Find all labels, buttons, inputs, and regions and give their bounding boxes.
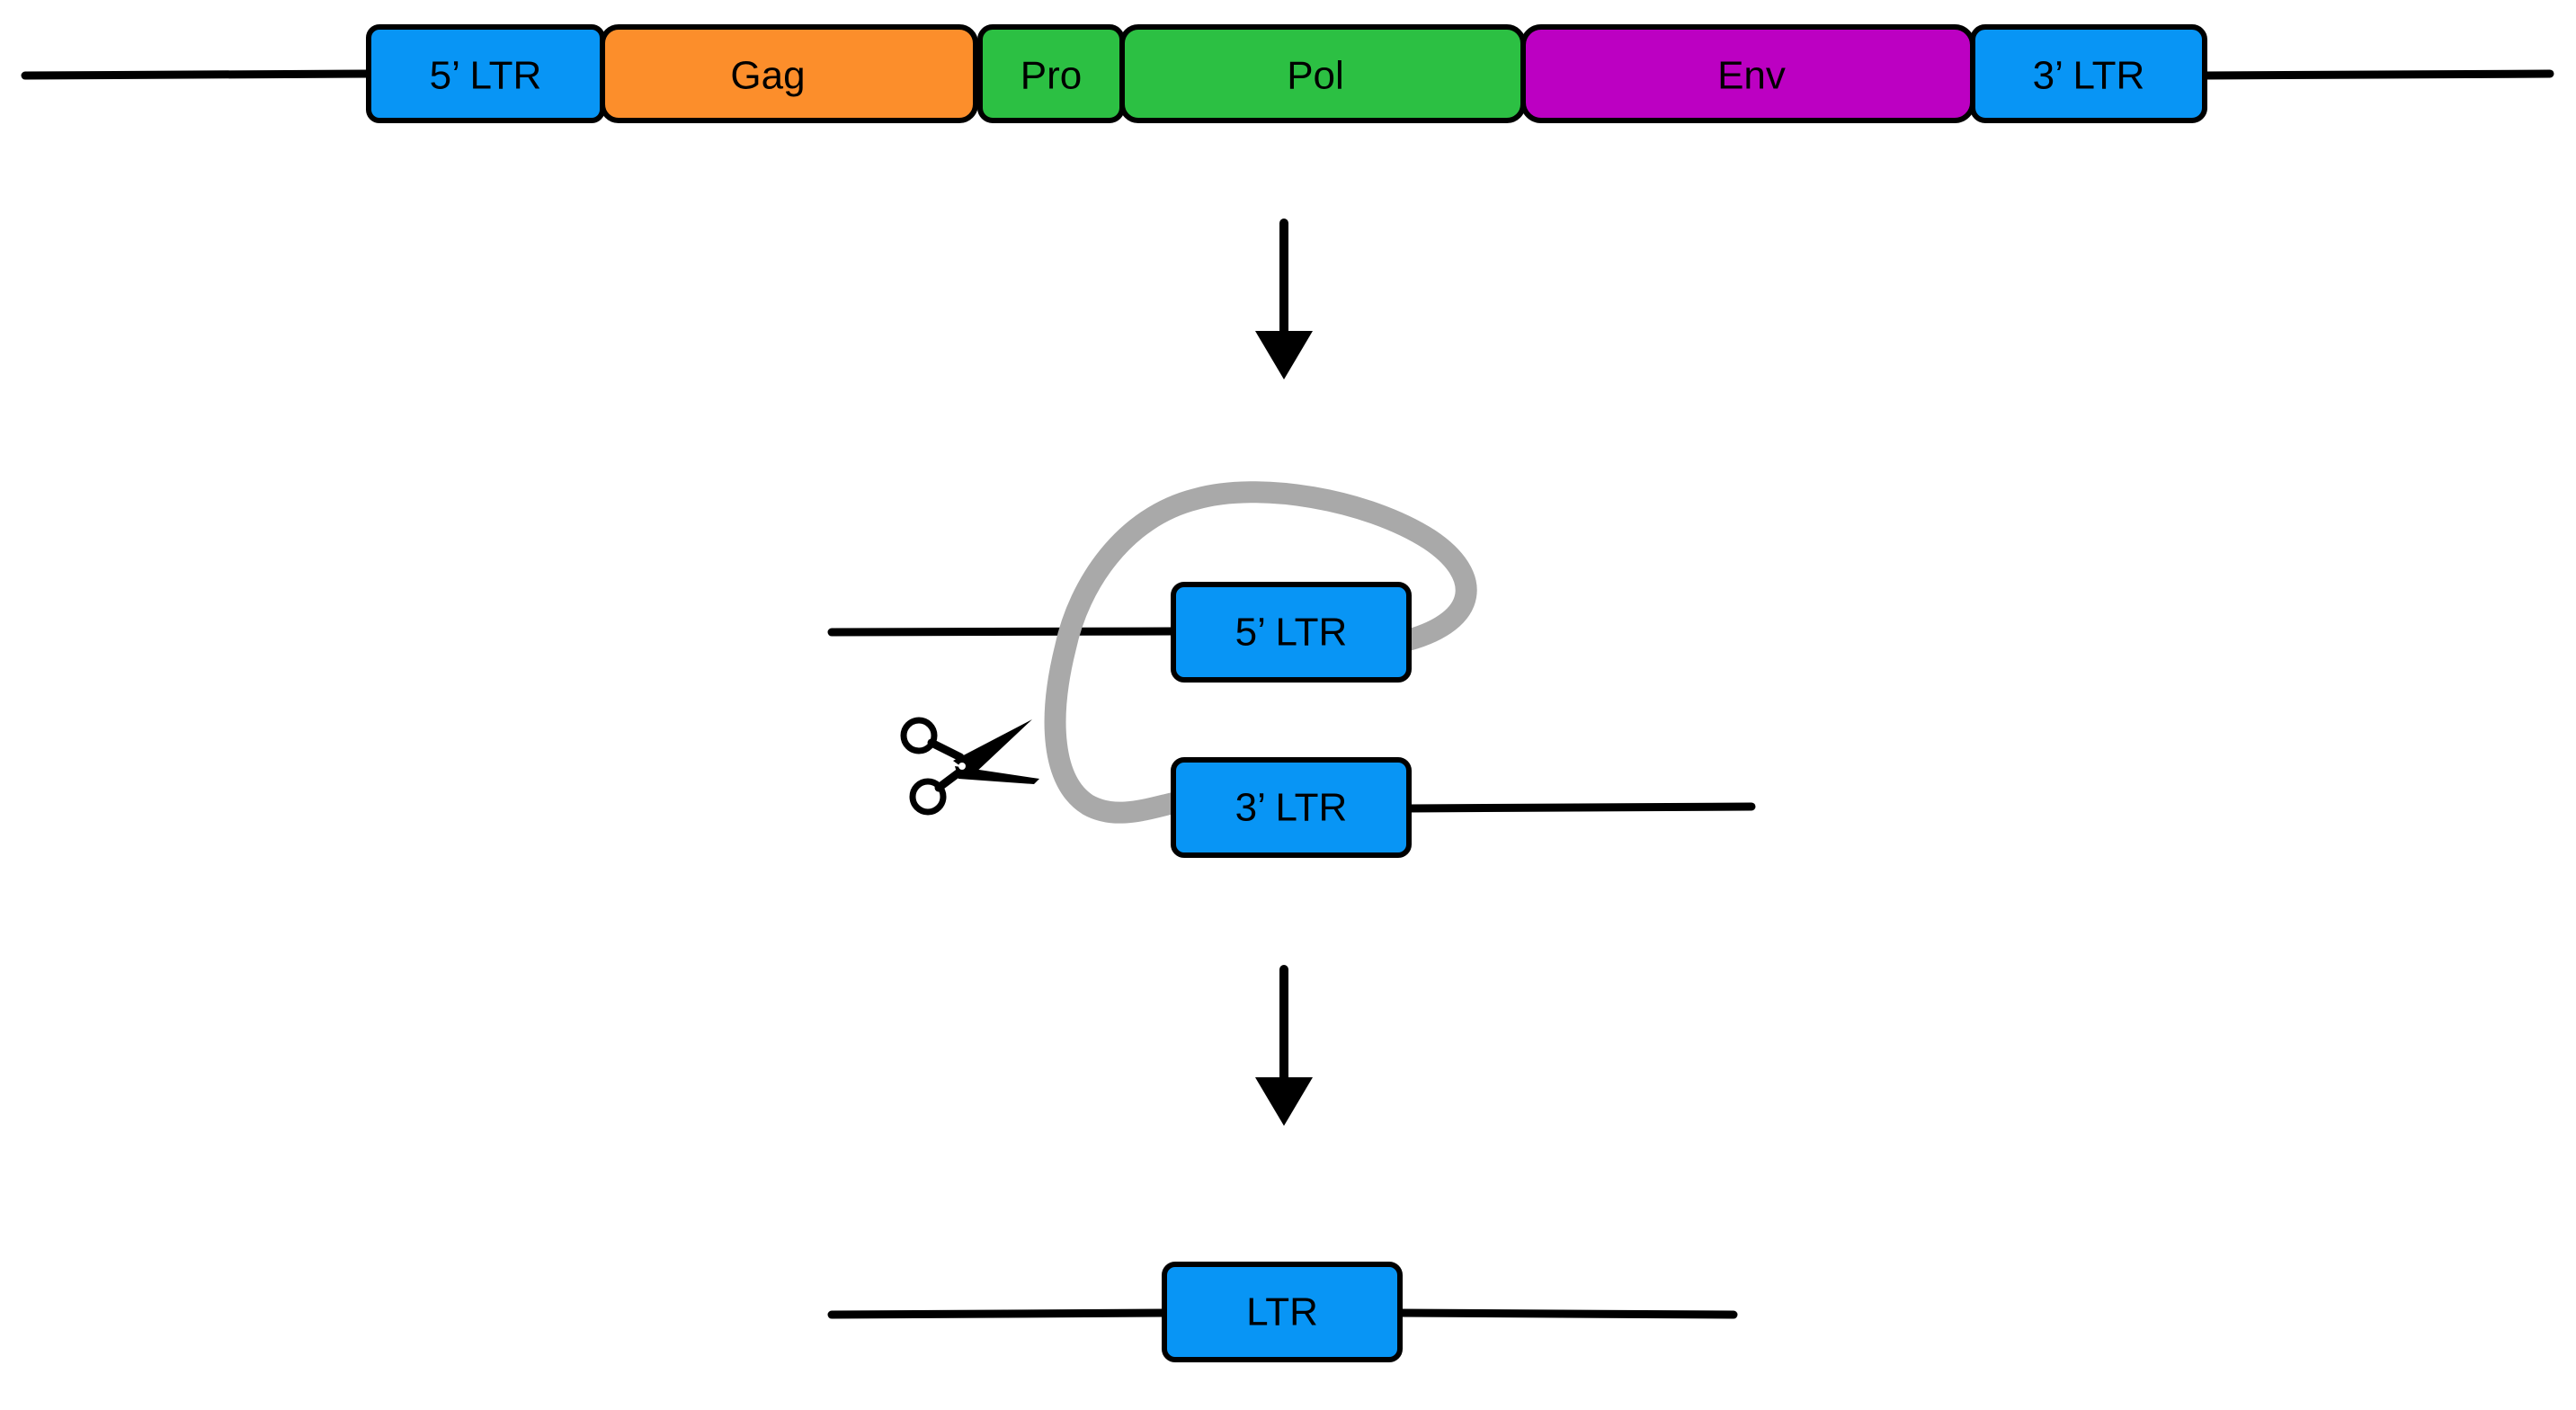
segment-3-ltr-label: 3’ LTR xyxy=(2033,54,2145,98)
segment-3-ltr-box xyxy=(1970,24,2207,123)
provirus-flank-right xyxy=(2200,69,2554,80)
segment-5-ltr: 5’ LTR xyxy=(366,24,605,123)
recomb-3-ltr-box xyxy=(1171,757,1412,858)
recomb-flank-left xyxy=(827,627,1178,637)
scissors-icon xyxy=(900,717,1039,816)
recomb-5-ltr-label: 5’ LTR xyxy=(1235,611,1348,655)
segment-env: Env xyxy=(1520,24,1975,123)
solo-flank-right xyxy=(1395,1308,1738,1319)
solo-ltr-box xyxy=(1162,1262,1403,1362)
segment-pol: Pol xyxy=(1119,24,1526,123)
provirus-stage: 5’ LTR Gag Pro Pol Env 3’ LTR xyxy=(21,24,2554,123)
segment-pro-label: Pro xyxy=(1021,54,1082,98)
recomb-3-ltr: 3’ LTR xyxy=(1171,757,1412,858)
solo-ltr: LTR xyxy=(1162,1262,1403,1362)
excised-loop xyxy=(1044,481,1477,824)
segment-gag-label: Gag xyxy=(730,54,805,98)
recomb-5-ltr-box xyxy=(1171,582,1412,683)
provirus-flank-left xyxy=(21,69,373,80)
segment-gag: Gag xyxy=(600,24,978,123)
recomb-5-ltr: 5’ LTR xyxy=(1171,582,1412,683)
recomb-flank-right xyxy=(1404,802,1756,813)
segment-3-ltr: 3’ LTR xyxy=(1970,24,2207,123)
segment-env-label: Env xyxy=(1717,54,1786,98)
solo-ltr-stage: LTR xyxy=(827,1262,1738,1362)
recomb-3-ltr-label: 3’ LTR xyxy=(1235,786,1348,830)
segment-pol-label: Pol xyxy=(1287,54,1344,98)
solo-flank-left xyxy=(827,1308,1169,1319)
solo-ltr-label: LTR xyxy=(1246,1290,1318,1334)
segment-gag-box xyxy=(600,24,978,123)
segment-5-ltr-label: 5’ LTR xyxy=(430,54,542,98)
down-arrow-icon xyxy=(1255,965,1313,1126)
segment-pro: Pro xyxy=(977,24,1125,123)
recombination-stage: 5’ LTR 3’ LTR xyxy=(827,481,1756,858)
down-arrow-icon xyxy=(1255,219,1313,379)
